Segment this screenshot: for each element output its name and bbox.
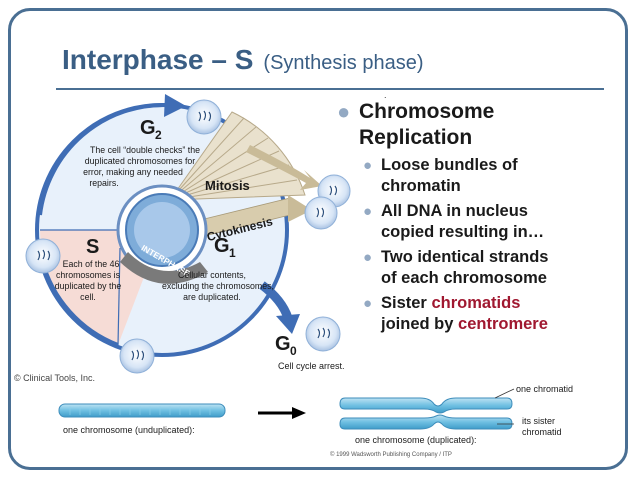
heading-line-2: Replication: [359, 126, 473, 149]
sub-bullet-4-prefix-2: joined by: [381, 315, 459, 333]
s-label: S: [86, 236, 99, 258]
g2-subscript: 2: [155, 128, 162, 142]
chromatids-term: chromatids: [431, 294, 521, 312]
credit-text: © Clinical Tools, Inc.: [14, 373, 95, 383]
bullet-heading: ● Chromosome Replication: [337, 99, 627, 151]
sub-bullet-1-line-1: Loose bundles of: [381, 156, 518, 174]
unduplicated-label: one chromosome (unduplicated):: [63, 425, 195, 435]
copyright-line: © 1999 Wadsworth Publishing Company / IT…: [330, 451, 452, 458]
sub-bullet-2-line-2: copied resulting in…: [381, 223, 545, 241]
bullet-marker: ●: [363, 295, 373, 312]
g2-label: G: [140, 117, 156, 139]
sub-bullet-2: ● All DNA in nucleus copied resulting in…: [363, 201, 627, 243]
slide-title: Interphase – S (Synthesis phase): [62, 44, 423, 76]
s-desc-2: chromosomes is: [56, 270, 121, 280]
interphase-band: [120, 252, 208, 284]
top-cycle-arrow: [38, 102, 169, 216]
cytokinesis-arrow: [288, 195, 312, 222]
sub-bullet-1: ● Loose bundles of chromatin: [363, 155, 627, 197]
sub-bullet-4: ● Sister chromatids joined by centromere: [363, 293, 627, 335]
cell-icon-g0: [305, 316, 341, 352]
title-underline: [56, 88, 604, 90]
g1-desc-2: excluding the chromosomes,: [162, 281, 274, 291]
duplicated-label: one chromosome (duplicated):: [355, 435, 477, 445]
bullet-marker: ●: [363, 157, 373, 174]
cell-icons: [25, 99, 351, 374]
unduplicated-chromosome-texture: [69, 406, 211, 415]
g1-subscript: 1: [229, 246, 236, 260]
sub-bullet-4-prefix-1: Sister: [381, 294, 432, 312]
g1-desc-1: Cellular contents,: [178, 270, 246, 280]
sub-bullet-1-line-2: chromatin: [381, 177, 461, 195]
s-desc-4: cell.: [80, 292, 96, 302]
bullet-marker: ●: [363, 203, 373, 220]
bullet-marker: ●: [337, 99, 351, 124]
g0-label: G: [275, 333, 291, 355]
sister-chromatid-label-1: its sister: [522, 416, 555, 426]
s-desc-3: duplicated by the: [55, 281, 122, 291]
s-desc-1: Each of the 46: [63, 259, 120, 269]
g0-arrow: [259, 281, 293, 320]
sub-bullet-3-line-2: of each chromosome: [381, 269, 547, 287]
stray-dot: .: [384, 90, 387, 100]
g2-desc-4: repairs.: [89, 178, 118, 188]
chromatid-top: [339, 397, 513, 414]
sub-bullet-2-line-1: All DNA in nucleus: [381, 202, 528, 220]
title-subtitle: (Synthesis phase): [263, 52, 424, 74]
g2-desc-1: The cell “double checks” the: [90, 145, 200, 155]
sister-chromatid-label-2: chromatid: [522, 427, 562, 437]
g0-desc: Cell cycle arrest.: [278, 361, 345, 371]
sub-bullet-3-line-1: Two identical strands: [381, 248, 549, 266]
chromatid-bottom: [339, 414, 513, 430]
title-main: Interphase – S: [62, 44, 254, 75]
sub-bullet-3: ● Two identical strands of each chromoso…: [363, 247, 627, 289]
chromatid-label: one chromatid: [516, 384, 573, 394]
cell-icon-bottom: [119, 338, 155, 374]
transform-arrow-head: [292, 407, 306, 419]
g2-desc-3: error, making any needed: [83, 167, 183, 177]
mitosis-label: Mitosis: [205, 178, 250, 193]
top-arrowhead: [164, 94, 186, 117]
cell-icon-left: [25, 238, 61, 274]
cell-icon-right-mid: [304, 196, 338, 230]
g1-desc-3: are duplicated.: [183, 292, 241, 302]
centromere-term: centromere: [458, 315, 548, 333]
unduplicated-chromosome: [58, 403, 226, 418]
cell-icon-top: [186, 99, 222, 135]
g0-arrowhead: [276, 314, 300, 334]
g1-label: G: [214, 235, 230, 257]
g0-subscript: 0: [290, 344, 297, 358]
chromatid-pointer-top: [494, 388, 515, 399]
mitosis-arrow: [246, 145, 322, 190]
g2-desc-2: duplicated chromosomes for: [85, 156, 196, 166]
bullet-marker: ●: [363, 249, 373, 266]
bullet-list: ● Chromosome Replication ● Loose bundles…: [337, 99, 627, 335]
heading-line-1: Chromosome: [359, 100, 495, 123]
